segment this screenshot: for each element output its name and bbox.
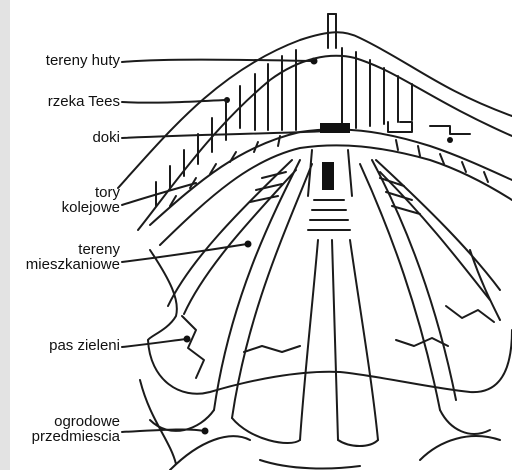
- leader-river: [122, 100, 226, 103]
- greenbelt-texture: [182, 306, 494, 378]
- dock-block: [320, 123, 350, 133]
- steelworks-outer-arc: [118, 32, 512, 188]
- leader-steelworks: [122, 60, 312, 62]
- dock-pier: [430, 126, 470, 134]
- housing-wedges: [150, 410, 490, 446]
- central-block: [322, 162, 334, 190]
- river-arc: [138, 56, 512, 230]
- dock-structure: [388, 122, 412, 132]
- radial-roads: [168, 160, 500, 440]
- leader-greenbelt: [122, 339, 186, 347]
- green-belt-left: [148, 250, 177, 340]
- top-marker: [328, 14, 336, 48]
- leader-suburbs: [122, 429, 204, 432]
- central-steps: [308, 200, 350, 230]
- central-avenue-right: [348, 150, 352, 196]
